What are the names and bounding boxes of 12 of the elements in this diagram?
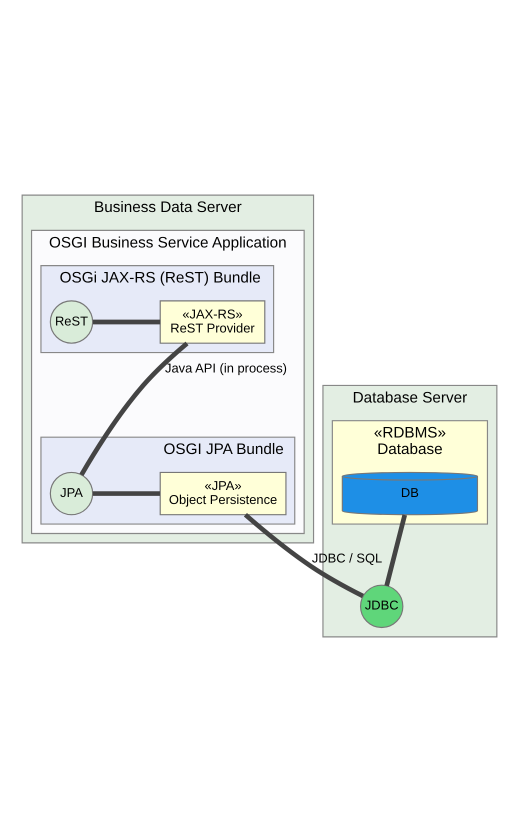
node-circle: JDBC bbox=[360, 584, 404, 628]
edge-label: JDBC / SQL bbox=[312, 550, 382, 566]
node-box: «JAX-RS» ReST Provider bbox=[160, 300, 266, 344]
edge-label: Java API (in process) bbox=[165, 360, 287, 376]
connector bbox=[92, 491, 160, 496]
connector bbox=[244, 513, 364, 598]
connector bbox=[79, 342, 189, 476]
connector bbox=[384, 514, 407, 586]
node-box: «JPA» Object Persistence bbox=[160, 472, 287, 516]
node-circle: JPA bbox=[50, 472, 94, 516]
node-circle: ReST bbox=[50, 300, 94, 344]
connector bbox=[92, 320, 160, 324]
